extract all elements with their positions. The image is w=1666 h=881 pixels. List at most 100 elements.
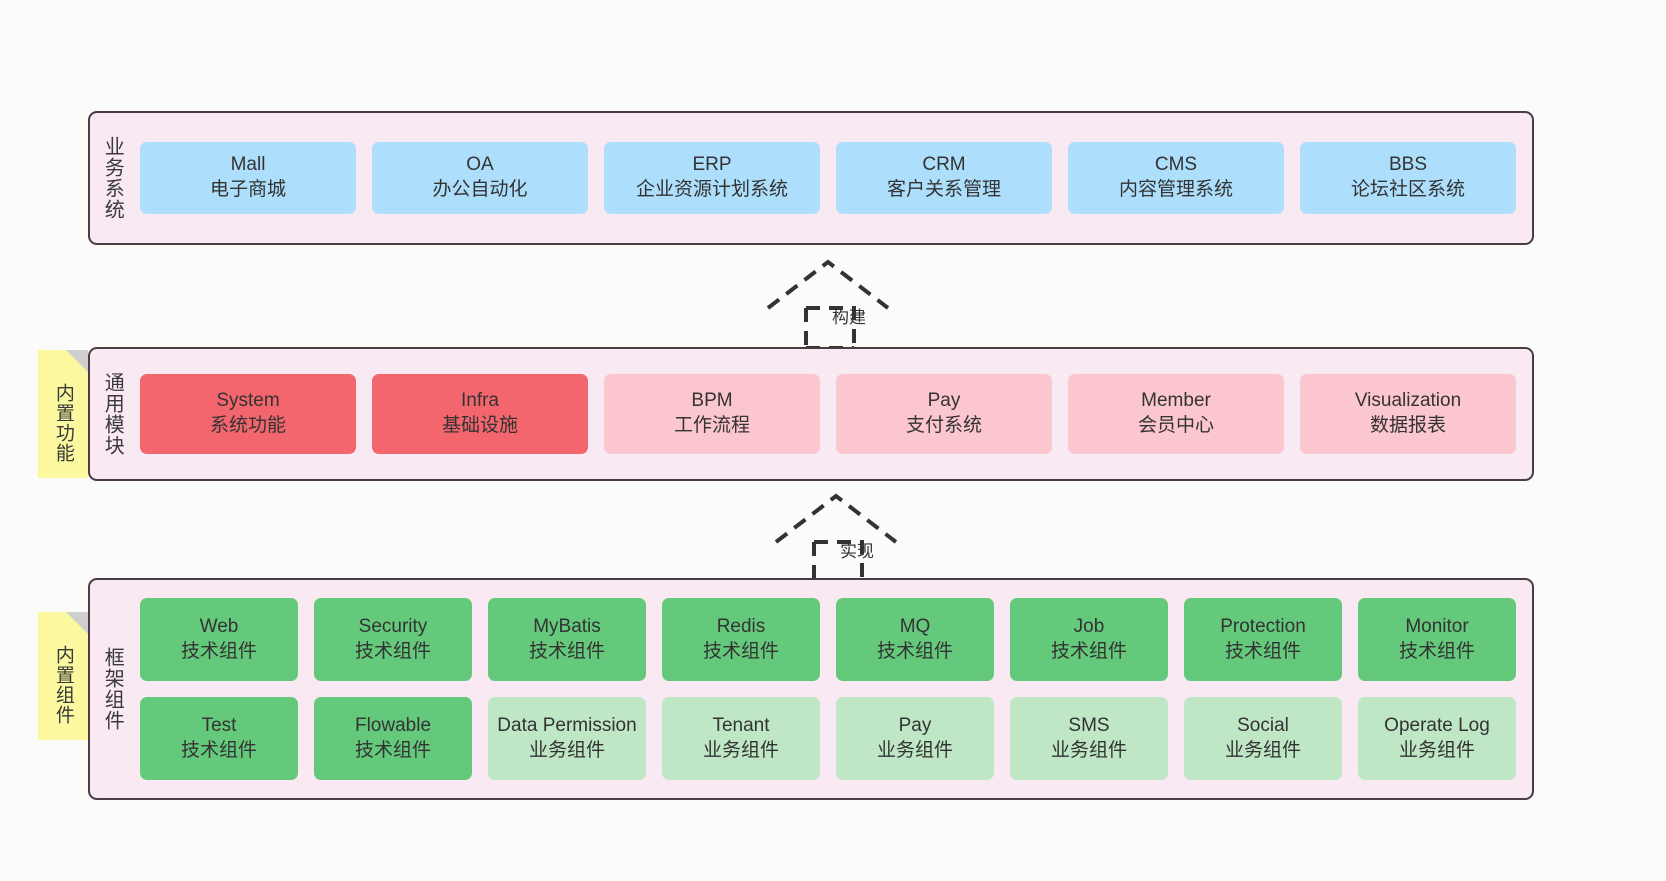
generalization-arrow-icon <box>774 493 898 584</box>
card-pay-module-cn: 支付系统 <box>905 415 982 436</box>
card-mall[interactable]: Mall 电子商城 <box>140 142 356 214</box>
card-sms-cn: 业务组件 <box>1050 739 1127 761</box>
card-web-cn: 技术组件 <box>180 640 257 662</box>
card-monitor[interactable]: Monitor 技术组件 <box>1358 598 1516 681</box>
note-fold-corner-icon <box>66 350 88 372</box>
card-cms[interactable]: CMS 内容管理系统 <box>1068 142 1284 214</box>
card-visualization-cn: 数据报表 <box>1369 415 1446 436</box>
note-builtin-function-label: 内置功能 <box>52 383 74 463</box>
card-social-cn: 业务组件 <box>1224 739 1301 761</box>
card-job-en: Job <box>1073 615 1105 637</box>
card-sms[interactable]: SMS 业务组件 <box>1010 697 1168 780</box>
generalization-arrow-icon <box>766 259 890 350</box>
card-cms-cn: 内容管理系统 <box>1118 179 1233 200</box>
card-bbs[interactable]: BBS 论坛社区系统 <box>1300 142 1516 214</box>
layer-common-module: 通用模块 System 系统功能 Infra 基础设施 BPM 工作流程 Pay… <box>88 347 1534 481</box>
card-operate-log-en: Operate Log <box>1384 714 1490 736</box>
layer-business-system: 业务系统 Mall 电子商城 OA 办公自动化 ERP 企业资源计划系统 CRM… <box>88 111 1534 245</box>
card-tenant-en: Tenant <box>712 714 770 736</box>
card-flowable[interactable]: Flowable 技术组件 <box>314 697 472 780</box>
card-bbs-en: BBS <box>1388 154 1428 176</box>
connector-build-label: 构建 <box>832 308 866 327</box>
card-monitor-en: Monitor <box>1405 615 1469 637</box>
card-crm[interactable]: CRM 客户关系管理 <box>836 142 1052 214</box>
card-security[interactable]: Security 技术组件 <box>314 598 472 681</box>
card-pay-module-en: Pay <box>927 390 961 412</box>
card-protection[interactable]: Protection 技术组件 <box>1184 598 1342 681</box>
card-redis-en: Redis <box>716 615 766 637</box>
card-infra[interactable]: Infra 基础设施 <box>372 374 588 454</box>
card-oa[interactable]: OA 办公自动化 <box>372 142 588 214</box>
card-redis[interactable]: Redis 技术组件 <box>662 598 820 681</box>
card-pay-component-cn: 业务组件 <box>876 739 953 761</box>
card-bpm-cn: 工作流程 <box>673 415 750 436</box>
framework-business-row: Test 技术组件 Flowable 技术组件 Data Permission … <box>140 697 1516 780</box>
card-mybatis[interactable]: MyBatis 技术组件 <box>488 598 646 681</box>
layer-body-business-system: Mall 电子商城 OA 办公自动化 ERP 企业资源计划系统 CRM 客户关系… <box>134 113 1532 243</box>
card-oa-en: OA <box>466 154 494 176</box>
note-fold-corner-icon <box>66 612 88 634</box>
card-mq-cn: 技术组件 <box>876 640 953 662</box>
card-visualization[interactable]: Visualization 数据报表 <box>1300 374 1516 454</box>
connector-implement-label: 实现 <box>840 542 874 561</box>
card-protection-en: Protection <box>1220 615 1306 637</box>
card-mybatis-cn: 技术组件 <box>528 640 605 662</box>
card-web-en: Web <box>199 615 239 637</box>
connector-build: 构建 <box>760 256 920 350</box>
card-monitor-cn: 技术组件 <box>1398 640 1475 662</box>
card-tenant-cn: 业务组件 <box>702 739 779 761</box>
card-data-permission-en: Data Permission <box>497 714 637 736</box>
card-mybatis-en: MyBatis <box>533 615 601 637</box>
card-erp-en: ERP <box>692 154 732 176</box>
connector-implement: 实现 <box>768 490 928 584</box>
card-flowable-cn: 技术组件 <box>354 739 431 761</box>
card-data-permission[interactable]: Data Permission 业务组件 <box>488 697 646 780</box>
card-web[interactable]: Web 技术组件 <box>140 598 298 681</box>
card-member[interactable]: Member 会员中心 <box>1068 374 1284 454</box>
card-redis-cn: 技术组件 <box>702 640 779 662</box>
card-mq-en: MQ <box>899 615 931 637</box>
card-social[interactable]: Social 业务组件 <box>1184 697 1342 780</box>
card-flowable-en: Flowable <box>354 714 432 736</box>
card-member-en: Member <box>1141 390 1211 412</box>
card-crm-cn: 客户关系管理 <box>886 179 1001 200</box>
card-security-en: Security <box>358 615 428 637</box>
note-builtin-component: 内置组件 <box>38 612 88 740</box>
card-data-permission-cn: 业务组件 <box>528 739 605 761</box>
layer-title-common-module: 通用模块 <box>101 372 124 456</box>
card-mq[interactable]: MQ 技术组件 <box>836 598 994 681</box>
card-crm-en: CRM <box>922 154 966 176</box>
card-job[interactable]: Job 技术组件 <box>1010 598 1168 681</box>
card-erp[interactable]: ERP 企业资源计划系统 <box>604 142 820 214</box>
card-test-cn: 技术组件 <box>180 739 257 761</box>
framework-tech-row: Web 技术组件 Security 技术组件 MyBatis 技术组件 Redi… <box>140 598 1516 681</box>
card-sms-en: SMS <box>1068 714 1110 736</box>
card-pay-module[interactable]: Pay 支付系统 <box>836 374 1052 454</box>
common-module-row: System 系统功能 Infra 基础设施 BPM 工作流程 Pay 支付系统… <box>140 374 1516 454</box>
layer-body-framework-component: Web 技术组件 Security 技术组件 MyBatis 技术组件 Redi… <box>134 580 1532 798</box>
card-member-cn: 会员中心 <box>1137 415 1214 436</box>
card-security-cn: 技术组件 <box>354 640 431 662</box>
card-erp-cn: 企业资源计划系统 <box>635 179 788 200</box>
card-social-en: Social <box>1237 714 1289 736</box>
card-bpm-en: BPM <box>691 390 733 412</box>
card-system[interactable]: System 系统功能 <box>140 374 356 454</box>
card-tenant[interactable]: Tenant 业务组件 <box>662 697 820 780</box>
business-system-row: Mall 电子商城 OA 办公自动化 ERP 企业资源计划系统 CRM 客户关系… <box>140 142 1516 214</box>
card-cms-en: CMS <box>1154 154 1198 176</box>
card-operate-log-cn: 业务组件 <box>1398 739 1475 761</box>
card-protection-cn: 技术组件 <box>1224 640 1301 662</box>
card-system-cn: 系统功能 <box>209 415 286 436</box>
note-builtin-component-label: 内置组件 <box>52 645 74 725</box>
layer-title-framework-component: 框架组件 <box>101 647 124 731</box>
card-pay-component[interactable]: Pay 业务组件 <box>836 697 994 780</box>
card-mall-cn: 电子商城 <box>209 179 286 200</box>
card-bpm[interactable]: BPM 工作流程 <box>604 374 820 454</box>
layer-title-business-system: 业务系统 <box>101 136 124 220</box>
card-job-cn: 技术组件 <box>1050 640 1127 662</box>
card-test[interactable]: Test 技术组件 <box>140 697 298 780</box>
card-pay-component-en: Pay <box>898 714 932 736</box>
card-oa-cn: 办公自动化 <box>432 179 528 200</box>
card-operate-log[interactable]: Operate Log 业务组件 <box>1358 697 1516 780</box>
